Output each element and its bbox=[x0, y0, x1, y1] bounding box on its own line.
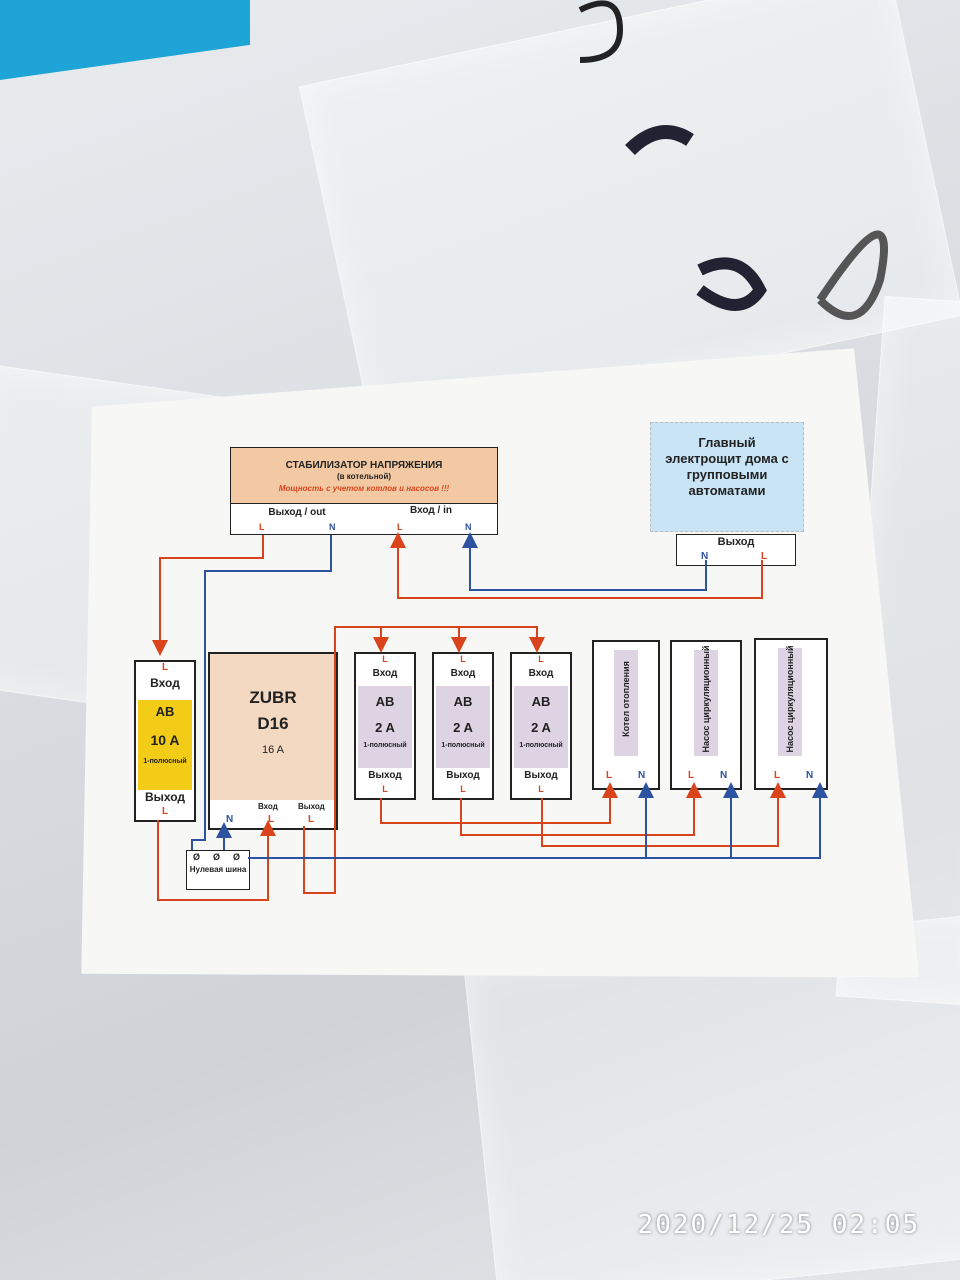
breaker-1-name: AB bbox=[375, 694, 395, 709]
load-2-l: L bbox=[688, 770, 695, 781]
breaker-2a-3: L Вход AB 2 A 1-полюсный Выход L bbox=[510, 652, 572, 800]
main-breaker-name: AB bbox=[155, 704, 175, 719]
load-1-face bbox=[614, 650, 638, 756]
breaker-2-face bbox=[436, 686, 490, 768]
stabilizer-title: СТАБИЛИЗАТОР НАПРЯЖЕНИЯ bbox=[285, 460, 443, 471]
phase-wires bbox=[152, 532, 786, 901]
relay-model: D16 bbox=[257, 714, 289, 733]
breaker-2-rating: 2 A bbox=[453, 720, 473, 735]
main-breaker-top-l: L bbox=[161, 662, 169, 673]
neutral-wires bbox=[191, 532, 828, 859]
main-breaker-face bbox=[138, 700, 192, 790]
breaker-2-input: Вход bbox=[450, 668, 476, 679]
breaker-2a-1: L Вход AB 2 A 1-полюсный Выход L bbox=[354, 652, 416, 800]
relay-output: Выход bbox=[298, 802, 325, 811]
neutral-bus-terminal-1: Ø bbox=[193, 852, 201, 862]
main-panel-title: Главный электрощит дома с групповыми авт… bbox=[665, 435, 789, 498]
main-panel-n: N bbox=[701, 551, 709, 562]
main-panel-box: Главный электрощит дома с групповыми авт… bbox=[650, 422, 804, 532]
zubr-relay: ZUBR D16 16 A Вход Выход N L L bbox=[208, 652, 338, 830]
breaker-3-output: Выход bbox=[524, 770, 558, 781]
main-breaker-input: Вход bbox=[150, 676, 180, 690]
timestamp: 2020/12/25 02:05 bbox=[637, 1210, 920, 1240]
relay-n: N bbox=[226, 814, 234, 825]
breaker-3-poles: 1-полюсный bbox=[519, 742, 563, 749]
main-breaker-output: Выход bbox=[144, 790, 186, 804]
neutral-bus-label: Нулевая шина bbox=[189, 865, 247, 874]
load-3-n: N bbox=[806, 770, 814, 781]
breaker-3-bottom-l: L bbox=[538, 784, 544, 794]
breaker-3-input: Вход bbox=[528, 668, 554, 679]
load-boiler: Котел отопления L N bbox=[592, 640, 660, 790]
load-2-n: N bbox=[720, 770, 728, 781]
load-1-n: N bbox=[638, 770, 646, 781]
relay-brand: ZUBR bbox=[249, 688, 297, 707]
main-panel-output-label: Выход bbox=[717, 536, 755, 548]
load-pump-2: Насос циркуляционный L N bbox=[754, 638, 828, 790]
breaker-1-bottom-l: L bbox=[382, 784, 388, 794]
main-breaker-bottom-l: L bbox=[161, 806, 169, 817]
relay-rating: 16 A bbox=[261, 744, 285, 756]
stabilizer-box: СТАБИЛИЗАТОР НАПРЯЖЕНИЯ (в котельной) Мо… bbox=[230, 447, 498, 505]
load-2-face bbox=[694, 650, 718, 756]
stabilizer-output-label: Выход / out bbox=[268, 507, 326, 518]
relay-l-in: L bbox=[268, 814, 275, 825]
stabilizer-note: Мощность с учетом котлов и насосов !!! bbox=[278, 484, 450, 493]
main-panel-l: L bbox=[761, 551, 768, 562]
breaker-2-bottom-l: L bbox=[460, 784, 466, 794]
neutral-bus-terminal-2: Ø bbox=[213, 852, 221, 862]
load-pump-1: Насос циркуляционный L N bbox=[670, 640, 742, 790]
breaker-1-input: Вход bbox=[372, 668, 398, 679]
stabilizer-in-n: N bbox=[465, 522, 472, 532]
breaker-2-output: Выход bbox=[446, 770, 480, 781]
relay-face bbox=[210, 654, 336, 800]
main-breaker-10a: L Вход AB 10 A 1-полюсный Выход L bbox=[134, 660, 196, 822]
load-3-l: L bbox=[774, 770, 781, 781]
breaker-3-face bbox=[514, 686, 568, 768]
stabilizer-subtitle: (в котельной) bbox=[336, 472, 392, 481]
relay-l-out: L bbox=[308, 814, 315, 825]
main-breaker-rating: 10 A bbox=[150, 732, 180, 748]
breaker-1-face bbox=[358, 686, 412, 768]
stabilizer-terminals: Выход / out Вход / in L N L N bbox=[230, 503, 498, 535]
load-3-face bbox=[778, 648, 802, 756]
stabilizer-out-n: N bbox=[329, 522, 336, 532]
neutral-bus-terminal-3: Ø bbox=[233, 852, 241, 862]
breaker-2-top-l: L bbox=[460, 654, 466, 664]
breaker-1-top-l: L bbox=[382, 654, 388, 664]
breaker-3-top-l: L bbox=[538, 654, 544, 664]
stabilizer-out-l: L bbox=[259, 522, 265, 532]
main-breaker-poles: 1-полюсный bbox=[143, 758, 187, 765]
breaker-1-rating: 2 A bbox=[375, 720, 395, 735]
breaker-1-poles: 1-полюсный bbox=[363, 742, 407, 749]
load-1-l: L bbox=[606, 770, 613, 781]
breaker-2a-2: L Вход AB 2 A 1-полюсный Выход L bbox=[432, 652, 494, 800]
stabilizer-input-label: Вход / in bbox=[410, 505, 452, 516]
main-panel-terminals: Выход N L bbox=[676, 534, 796, 566]
breaker-2-name: AB bbox=[453, 694, 473, 709]
breaker-3-rating: 2 A bbox=[531, 720, 551, 735]
stabilizer-in-l: L bbox=[397, 522, 403, 532]
breaker-2-poles: 1-полюсный bbox=[441, 742, 485, 749]
breaker-1-output: Выход bbox=[368, 770, 402, 781]
breaker-3-name: AB bbox=[531, 694, 551, 709]
relay-input: Вход bbox=[258, 802, 278, 811]
neutral-bus: Ø Ø Ø Нулевая шина bbox=[186, 850, 250, 890]
